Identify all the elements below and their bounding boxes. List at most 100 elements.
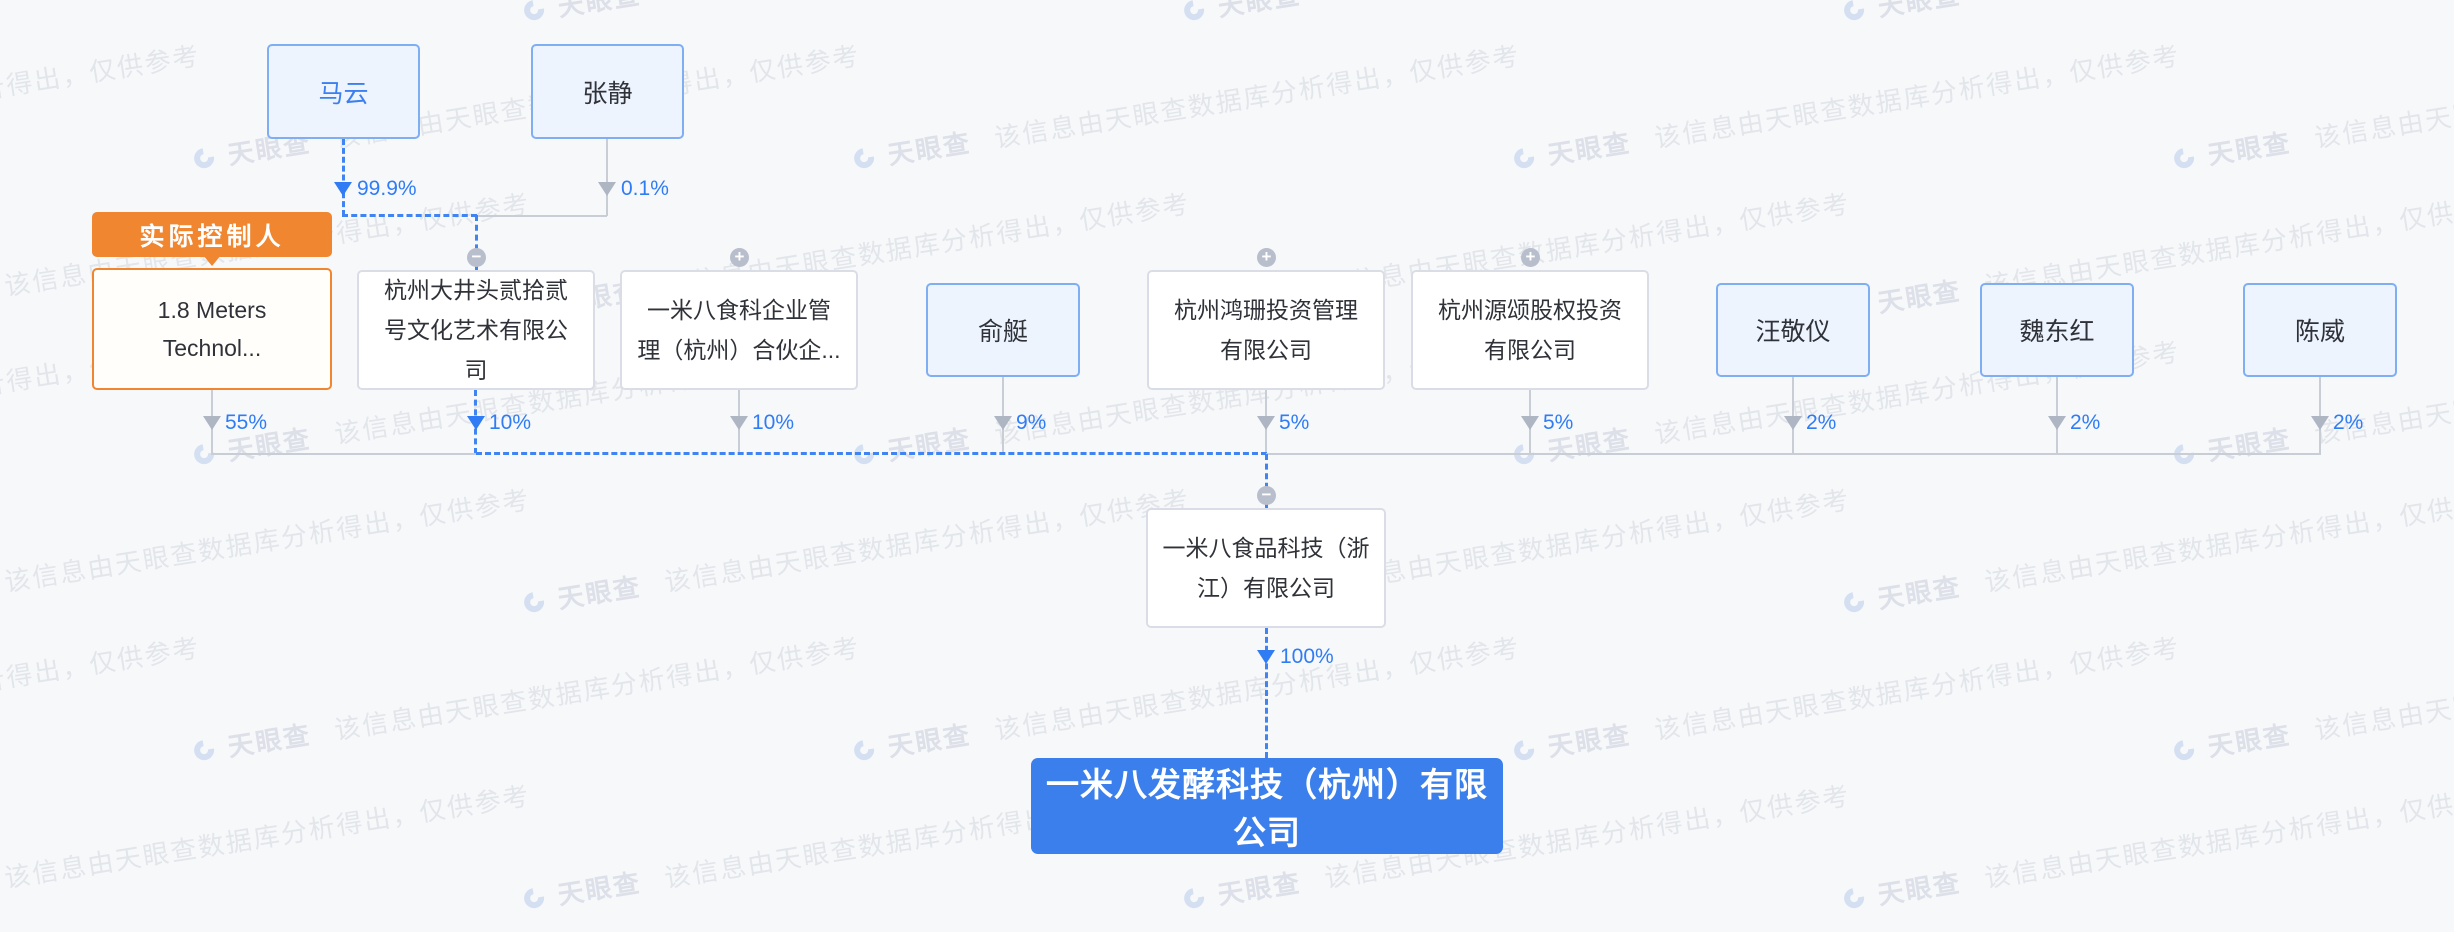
node-wang-jingyi[interactable]: 汪敬仪	[1716, 283, 1870, 377]
arrow-down-icon	[598, 182, 616, 196]
ownership-line	[1002, 377, 1004, 454]
tianyancha-watermark: 天眼查该信息由天眼查数据库分析得出，仅供参考	[850, 628, 1523, 770]
watermark-disclaimer: 该信息由天眼查数据库分析得出，仅供参考	[662, 0, 1193, 7]
node-label: 魏东红	[2019, 318, 2095, 346]
watermark-disclaimer: 该信息由天眼查数据库分析得出，仅供参考	[992, 40, 1523, 154]
percent-label: 2%	[1806, 411, 1837, 434]
watermark-brand: 天眼查	[1875, 867, 1964, 911]
node-chen-wei[interactable]: 陈威	[2243, 283, 2397, 377]
arrow-down-icon	[730, 416, 748, 430]
watermark-disclaimer: 该信息由天眼查数据库分析得出，仅供参考	[0, 40, 203, 154]
tianyancha-logo-icon	[1510, 735, 1538, 764]
node-label: 一米八发酵科技（杭州）有限公司	[1046, 766, 1488, 851]
tianyancha-watermark: 天眼查该信息由天眼查数据库分析得出，仅供参考	[1840, 480, 2454, 622]
tianyancha-logo-icon	[1840, 883, 1868, 912]
ownership-line	[1792, 377, 1794, 454]
watermark-disclaimer: 该信息由天眼查数据库分析得出，仅供参考	[0, 924, 203, 932]
ownership-line	[606, 139, 608, 216]
ownership-line-dashed	[1265, 454, 1268, 508]
node-18meters[interactable]: 1.8 Meters Technol...	[92, 268, 332, 390]
ownership-bus-line	[211, 453, 476, 455]
ownership-line	[477, 215, 607, 217]
tianyancha-watermark: 天眼查该信息由天眼查数据库分析得出，仅供参考	[1510, 36, 2183, 178]
watermark-disclaimer: 该信息由天眼查数据库分析得出，仅供参考	[332, 632, 863, 746]
percent-label: 5%	[1543, 411, 1574, 434]
watermark-brand: 天眼查	[885, 127, 974, 171]
node-ma-yun[interactable]: 马云	[267, 44, 420, 139]
watermark-brand: 天眼查	[1545, 127, 1634, 171]
node-intermediate-company[interactable]: 一米八食品科技（浙江）有限公司	[1146, 508, 1386, 628]
watermark-disclaimer: 该信息由天眼查数据库分析得出，仅供参考	[332, 924, 863, 932]
node-shike[interactable]: 一米八食科企业管理（杭州）合伙企...	[620, 270, 858, 390]
tianyancha-logo-icon	[2170, 735, 2198, 764]
node-zhang-jing[interactable]: 张静	[531, 44, 684, 139]
tianyancha-logo-icon	[1510, 143, 1538, 172]
tianyancha-watermark: 天眼查该信息由天眼查数据库分析得出，仅供参考	[190, 628, 863, 770]
percent-label: 0.1%	[621, 177, 669, 200]
percent-label: 99.9%	[357, 177, 417, 200]
tianyancha-logo-icon	[520, 883, 548, 912]
watermark-disclaimer: 该信息由天眼查数据库分析得出，仅供参考	[2312, 632, 2454, 746]
collapse-icon[interactable]: −	[467, 248, 486, 267]
tianyancha-logo-icon	[1840, 587, 1868, 616]
tianyancha-logo-icon	[2170, 143, 2198, 172]
node-wei-donghong[interactable]: 魏东红	[1980, 283, 2134, 377]
expand-icon[interactable]: +	[1257, 248, 1276, 267]
ownership-line-dashed	[342, 214, 477, 217]
node-hongshan[interactable]: 杭州鸿珊投资管理有限公司	[1147, 270, 1385, 390]
ownership-line-dashed	[475, 215, 478, 270]
actual-controller-badge: 实际控制人	[92, 212, 332, 257]
watermark-brand: 天眼查	[2205, 127, 2294, 171]
watermark-disclaimer: 该信息由天眼查数据库分析得出，仅供参考	[662, 484, 1193, 598]
ownership-bus-line	[1266, 453, 2321, 455]
tianyancha-logo-icon	[190, 143, 218, 172]
arrow-down-icon	[1257, 416, 1275, 430]
watermark-brand: 天眼查	[555, 0, 644, 23]
watermark-disclaimer: 该信息由天眼查数据库分析得出，仅供参考	[1982, 780, 2454, 894]
ownership-line-dashed	[1265, 628, 1268, 758]
expand-icon[interactable]: +	[1521, 248, 1540, 267]
node-label: 马云	[318, 79, 369, 108]
watermark-disclaimer: 该信息由天眼查数据库分析得出，仅供参考	[1322, 484, 1853, 598]
tianyancha-watermark: 天眼查该信息由天眼查数据库分析得出，仅供参考	[2170, 628, 2454, 770]
arrow-down-icon	[1521, 416, 1539, 430]
arrow-down-icon	[334, 182, 352, 196]
arrow-down-icon	[1784, 416, 1802, 430]
ownership-line-dashed	[342, 139, 345, 216]
node-label: 杭州大井头贰拾贰号文化艺术有限公司	[384, 277, 568, 383]
watermark-disclaimer: 该信息由天眼查数据库分析得出，仅供参考	[2, 0, 533, 7]
collapse-icon[interactable]: −	[1257, 486, 1276, 505]
watermark-disclaimer: 该信息由天眼查数据库分析得出，仅供参考	[2312, 40, 2454, 154]
arrow-down-icon	[467, 416, 485, 430]
watermark-disclaimer: 该信息由天眼查数据库分析得出，仅供参考	[1652, 632, 2183, 746]
tianyancha-logo-icon	[850, 143, 878, 172]
node-yuansong[interactable]: 杭州源颂股权投资有限公司	[1411, 270, 1649, 390]
percent-label: 2%	[2070, 411, 2101, 434]
node-label: 陈威	[2294, 318, 2345, 346]
watermark-disclaimer: 该信息由天眼查数据库分析得出，仅供参考	[1652, 924, 2183, 932]
watermark-brand: 天眼查	[885, 719, 974, 763]
watermark-disclaimer: 该信息由天眼查数据库分析得出，仅供参考	[992, 632, 1523, 746]
tianyancha-logo-icon	[1180, 883, 1208, 912]
watermark-disclaimer: 该信息由天眼查数据库分析得出，仅供参考	[1322, 0, 1853, 7]
tianyancha-logo-icon	[520, 0, 548, 24]
watermark-brand: 天眼查	[1545, 719, 1634, 763]
node-label: 张静	[582, 79, 633, 108]
node-yu-ting[interactable]: 俞艇	[926, 283, 1080, 377]
watermark-brand: 天眼查	[555, 867, 644, 911]
expand-icon[interactable]: +	[730, 248, 749, 267]
node-dajingtou[interactable]: 杭州大井头贰拾贰号文化艺术有限公司	[357, 270, 595, 390]
watermark-brand: 天眼查	[2205, 719, 2294, 763]
node-label: 俞艇	[977, 318, 1028, 346]
tianyancha-logo-icon	[520, 587, 548, 616]
tianyancha-watermark: 天眼查该信息由天眼查数据库分析得出，仅供参考	[850, 36, 1523, 178]
node-target-company[interactable]: 一米八发酵科技（杭州）有限公司	[1031, 758, 1503, 854]
watermark-disclaimer: 该信息由天眼查数据库分析得出，仅供参考	[2, 484, 533, 598]
watermark-brand: 天眼查	[2205, 423, 2294, 467]
